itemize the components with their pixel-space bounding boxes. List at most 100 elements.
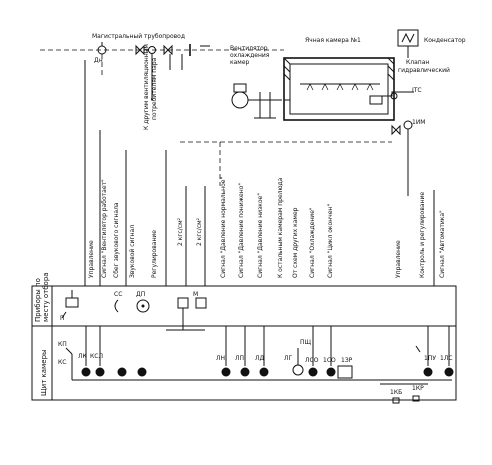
fan-label-1: Вентилятор [230,45,268,52]
lamp-1pu [423,367,433,377]
table-frame [31,285,457,401]
circuit-label-1: Управление [88,240,95,278]
steam-chamber [283,57,395,121]
code-dp: ДП [136,291,145,298]
code-itc: ІТС [412,87,422,94]
fan-label-3: камер [230,59,250,66]
hatch-2 [283,65,291,73]
code-1im: 1ИМ [412,119,425,126]
circuit-label-6: 2 кгс/см² [177,217,184,246]
circuit-label-17: Сигнал "Автоматика" [439,210,446,278]
nozzles [306,83,374,91]
lamp-1so [326,367,336,377]
fan-label-2: охлаждения [230,52,270,59]
circuit-label-4: Звуковой сигнал [129,225,136,278]
chamber-wall [283,57,395,121]
valve-label-1: Клапан [406,59,429,66]
chamber-label: Ячная камера №1 [305,37,361,44]
lamp-ld [259,367,269,377]
circuit-label-2: Сигнал "Вентилятор работает" [101,179,108,278]
relay-1zr [337,365,353,379]
valve-circle [390,92,398,100]
lamp-lk [81,367,91,377]
other-consumers-label-2: потребителям пара [151,57,158,120]
code-lp: ЛП [235,355,244,362]
code-kcl: КСЛ [90,353,103,360]
circuit-label-7: 2 кгс/см² [196,217,203,246]
hatch-6 [387,73,395,81]
code-lso: ЛСО [305,357,319,364]
row1-label-2: месту отбора [42,272,50,322]
circuit-label-9: Сигнал "Давление понижено" [238,183,245,278]
dp-gauge-center [141,304,145,308]
valve-label-2: гидравлический [398,67,450,74]
lamp-kcl [95,367,105,377]
instrument-p-box [65,297,79,308]
circuit-label-8: Сигнал "Давление нормальное" [220,177,227,278]
field-instruments: П СС ДП М [60,290,207,331]
m-box [195,297,207,309]
code-1kb: 1КБ [390,389,402,396]
pu-switch [415,345,421,353]
kp-switch [65,347,73,355]
circuit-label-14: Сигнал "Цикл окончен" [327,204,334,278]
valve-1 [135,44,145,56]
code-m: М [193,291,198,298]
circuit-label-3: Сбег звукового сигнала [113,202,120,278]
im-actuator [403,120,413,130]
lamp-4 [137,367,147,377]
kb-button [392,397,400,404]
control-valve-actuator [148,46,156,54]
hatch-4 [387,57,395,65]
condenser-label: Конденсатор [424,37,466,44]
code-pshch: ПЩ [300,339,312,346]
code-lg: ЛГ [284,355,293,362]
lamp-ln [221,367,231,377]
circuit-label-11: К остальным камерам прелюда [277,177,284,278]
code-1pu: 1ПУ [424,355,436,362]
lamp-lp [240,367,250,377]
chamber-inner [289,63,389,115]
kr-button [412,395,420,402]
dp-gauge [136,299,150,313]
hatch-1 [283,57,291,65]
code-1kr: 1КР [412,385,424,392]
lamp-lso [308,367,318,377]
im-valve [391,124,401,136]
regulator-box [177,297,189,309]
valve-2 [163,44,173,56]
other-consumers-label-1: К другим вентиляционным [143,44,150,130]
thermo-sensor [369,95,383,105]
condenser-coil [401,32,415,44]
hatch-3 [283,73,291,81]
code-dn: Дн [94,57,103,64]
fan-housing [233,83,247,93]
switch-p [61,311,67,319]
lamp-1ls [444,367,454,377]
fan-motor [231,91,249,109]
main-pipe-label: Магистральный трубопровод [92,33,185,40]
code-ln: ЛН [216,355,225,362]
sound-signal [114,299,119,313]
circuit-label-12: От схем других камер [292,207,299,278]
code-1so: 1СО [323,357,336,364]
hatch-5 [387,65,395,73]
code-cc: СС [114,291,122,298]
row1-label-1: Приборы по [34,278,42,322]
valve-group [135,44,191,56]
code-ld: ЛД [255,355,265,362]
circuit-label-10: Сигнал "Давление низкое" [257,193,264,278]
circuit-label-13: Сигнал "Охлаждение" [309,207,316,278]
circuit-labels: Управление Сигнал "Вентилятор работает" … [88,177,446,278]
code-1ls: 1ЛС [440,355,453,362]
bottom-table [31,285,457,401]
pshch-switch [292,364,304,376]
code-kp: КП [58,341,67,348]
lamp-3 [117,367,127,377]
row2-label: Щит камеры [40,349,48,396]
code-p: П [60,315,65,322]
code-lk: ЛК [78,353,88,360]
panel-devices: КП КС ЛК КСЛ ЛН ЛП ЛД ЛГ ПЩ ЛСО 1СО 1ЗР … [58,339,454,404]
code-1zr: 1ЗР [341,357,353,364]
